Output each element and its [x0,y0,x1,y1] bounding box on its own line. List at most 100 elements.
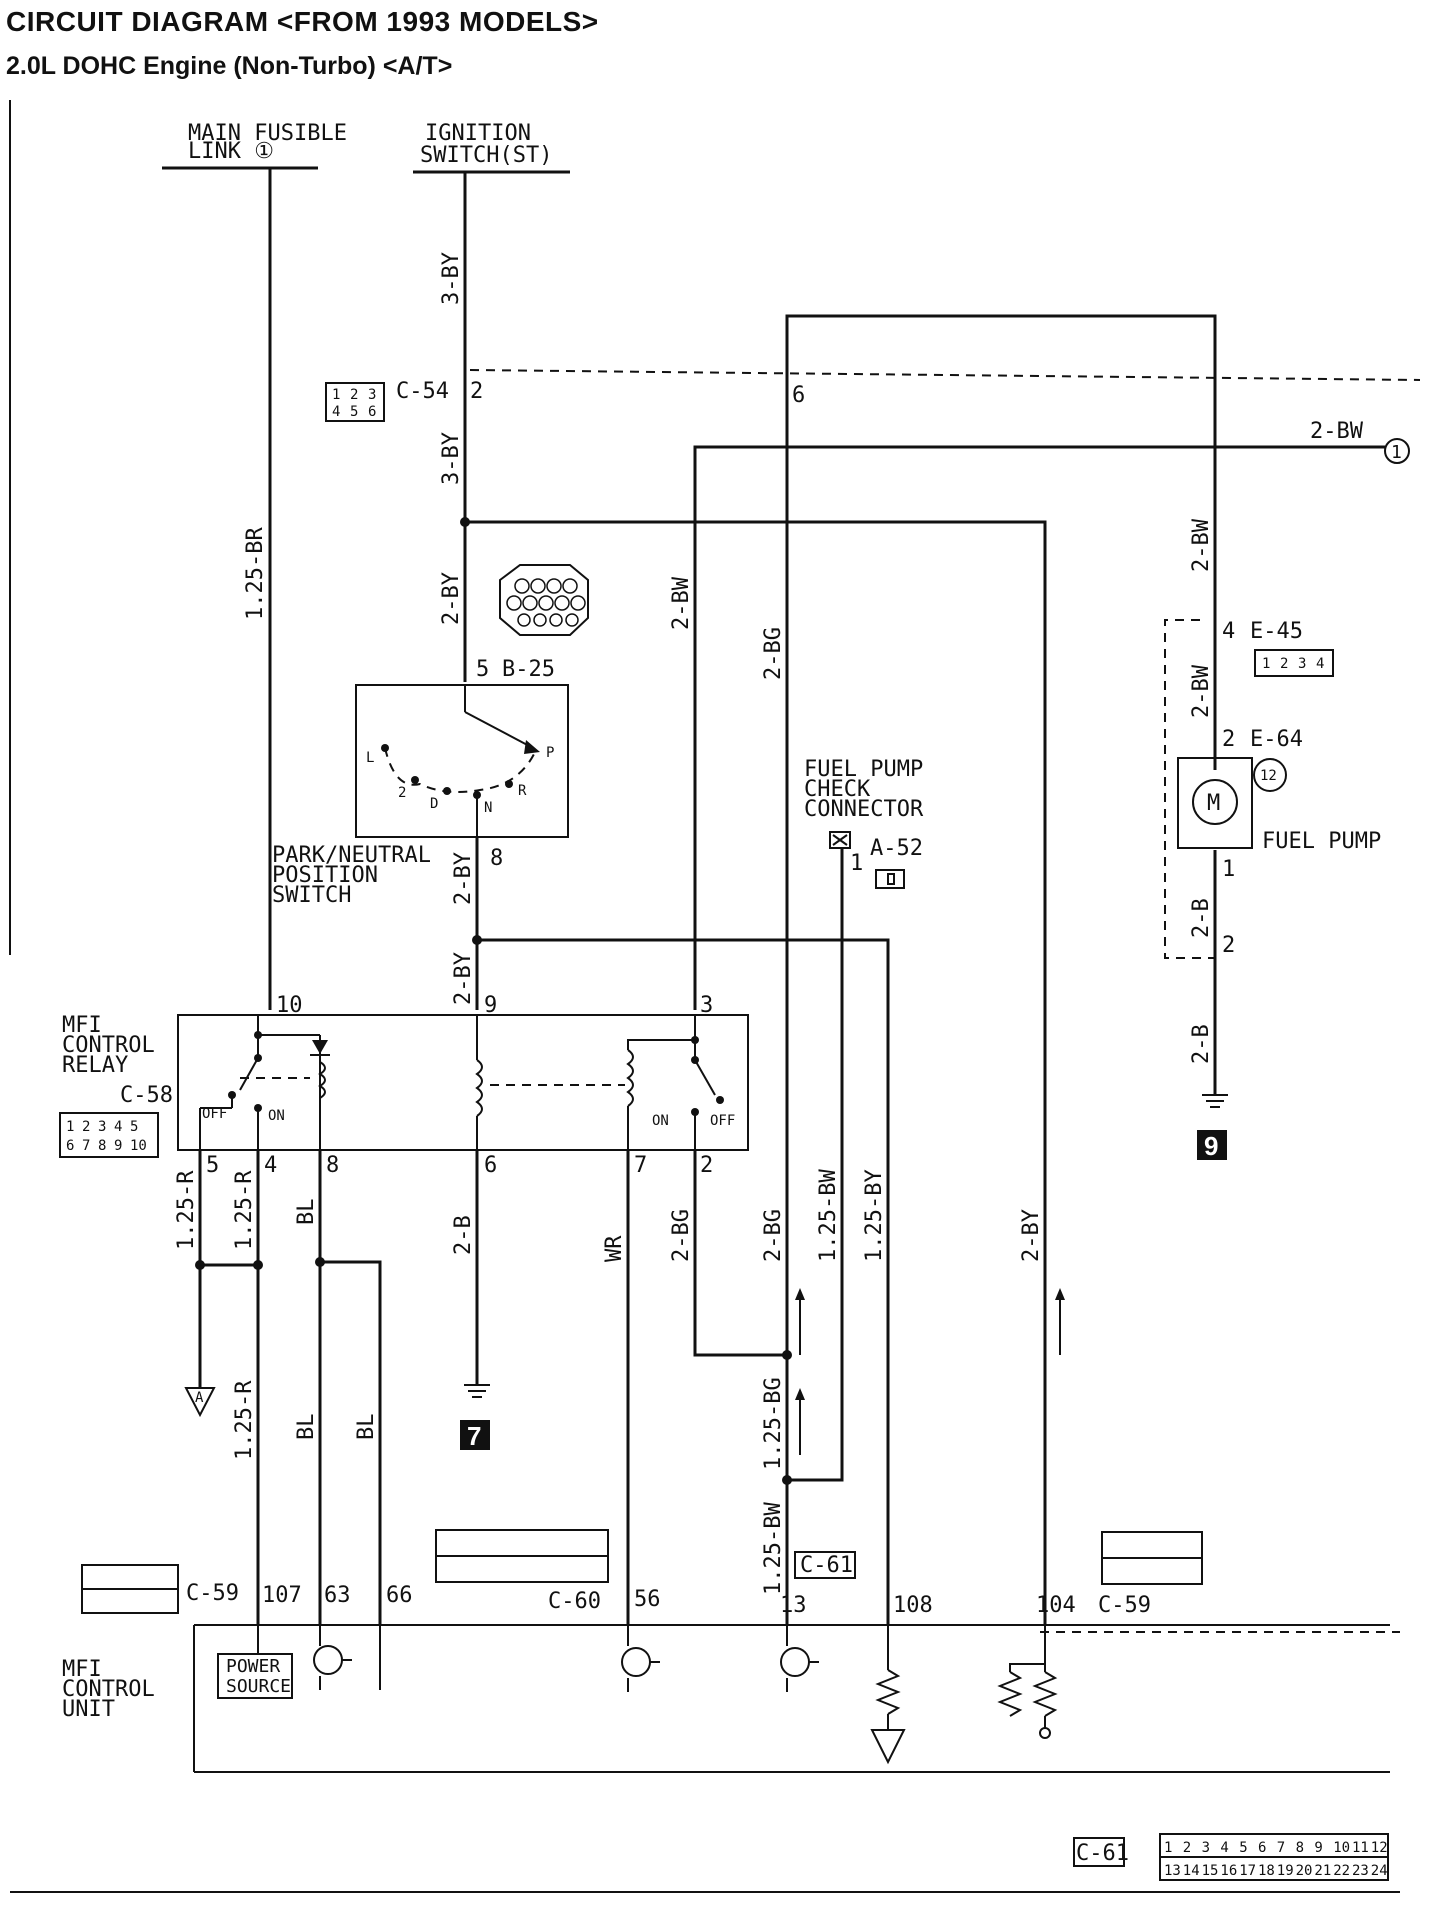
a52-label: A-52 [870,836,923,861]
label-2-by-far: 2-BY [1019,1209,1044,1262]
power-source-label-2: SOURCE [226,1676,291,1697]
c54-grid-2: 2 [350,387,358,403]
pos-2: 2 [398,785,406,801]
e45-grid-1: 1 [1262,656,1270,672]
c54-pin-6: 6 [792,383,805,408]
e64-pin-bottom: 1 [1222,857,1235,882]
e64-label: E-64 [1250,727,1303,752]
c54-grid-4: 4 [332,404,340,420]
c61-grid-pin: 3 [1202,1840,1210,1856]
connector-outline [794,1551,856,1579]
c58-grid-7: 7 [82,1138,90,1154]
label-3-by-top: 3-BY [439,252,464,305]
e64-pin-low: 2 [1222,933,1235,958]
b25-pin [570,595,586,611]
coil-icon [626,1049,634,1107]
a-flag-marker: A [184,1387,216,1418]
label-2-bw-pump: 2-BW [1189,664,1214,718]
transistor-icon [780,1647,810,1677]
diode-icon [312,1040,328,1054]
pos-dot [443,787,451,795]
relay-pin-4: 4 [264,1153,277,1178]
label-bl-b: BL [294,1414,319,1441]
c61-grid-pin: 10 [1333,1840,1350,1856]
relay-on-right: ON [652,1113,669,1129]
c54-connector-icon: 1 2 3 4 5 6 [325,382,385,422]
ignition-switch-label-1: IGNITION [425,121,531,146]
label-bl-c: BL [354,1414,379,1441]
resistor-icon [997,1671,1023,1717]
c61-grid-pin: 17 [1239,1863,1256,1879]
label-125-by: 1.25-BY [862,1169,887,1262]
ground-7-badge [460,1420,490,1450]
junction-dots [195,517,792,1485]
ecu-pin-104: 104 [1036,1593,1076,1618]
switch-box [355,684,569,838]
ref-triangle-icon [870,1729,906,1765]
label-2-bw-ref: 2-BW [1310,419,1364,444]
connector-c54-dashed-line [469,369,1421,381]
ecu-label-3: UNIT [62,1697,115,1722]
c61-mid-label: C-61 [800,1553,853,1578]
ecu-pin-108: 108 [893,1593,933,1618]
resistor-icon [875,1669,901,1715]
coil-icon [318,1061,326,1099]
c58-grid-4: 4 [114,1119,122,1135]
relay-off-right: OFF [710,1113,735,1129]
arrow-head [795,1388,805,1400]
fpc-label-1: FUEL PUMP [804,757,923,782]
reference-1-circle: 1 [1384,438,1410,464]
ecu-label-2: CONTROL [62,1677,155,1702]
relay-dot [691,1056,699,1064]
ecu-pin-labels: 107 63 66 56 13 108 104 [262,1583,1076,1618]
label-2-by-switch: 2-BY [451,852,476,905]
c61-grid-pin: 19 [1277,1863,1294,1879]
wiring [198,168,1385,1625]
c61-grid-pin: 2 [1183,1840,1191,1856]
ecu-node [1039,1727,1051,1739]
relay-label-1: MFI [62,1013,102,1038]
park-neutral-label-2: POSITION [272,863,378,888]
switch-arm [464,711,534,749]
relay-pin-7: 7 [634,1153,647,1178]
c58-grid-2: 2 [82,1119,90,1135]
main-fusible-label-1: MAIN FUSIBLE [188,121,347,146]
fuel-pump-box [1177,757,1253,849]
switch-arc [384,747,537,793]
b25-pin [533,613,547,627]
main-fusible-label-2: LINK ① [188,139,274,164]
diagram-title: CIRCUIT DIAGRAM <FROM 1993 MODELS> [6,6,599,37]
label-2-bw-right: 2-BW [1189,518,1214,572]
c61-grid-pin: 16 [1220,1863,1237,1879]
label-3-by-mid: 3-BY [439,432,464,485]
label-2-bg-upper: 2-BG [761,627,786,680]
relay-pin-8: 8 [326,1153,339,1178]
label-125-bw-low: 1.25-BW [761,1502,786,1595]
label-bl-a: BL [294,1199,319,1226]
pos-D: D [430,796,438,812]
mfi-control-unit: MFI CONTROL UNIT POWER SOURCE [62,1624,1400,1773]
junction [315,1257,325,1267]
c54-pin-2: 2 [470,379,483,404]
label-125-r-b: 1.25-R [232,1170,257,1250]
c61-grid-pin: 15 [1202,1863,1219,1879]
c59-left-label: C-59 [186,1581,239,1606]
relay-label-2: CONTROL [62,1033,155,1058]
c61-mid-connector-icon [794,1551,856,1579]
relay-dot [254,1031,262,1039]
pos-N: N [484,800,492,816]
label-wr: WR [602,1235,627,1262]
relay-pin-6: 6 [484,1153,497,1178]
label-2-by-upper: 2-BY [439,572,464,625]
wire-2-bg-loop [785,314,1217,1355]
c58-label: C-58 [120,1083,173,1108]
e45-grid-4: 4 [1316,656,1324,672]
motor-circle [1192,779,1238,825]
c60-connector-icon [435,1529,609,1583]
c54-grid-6: 6 [368,404,376,420]
relay-on-left: ON [268,1108,285,1124]
wire-2-bw-left [693,445,1385,1010]
ecu-pin-56: 56 [634,1587,661,1612]
b25-pin [522,595,538,611]
